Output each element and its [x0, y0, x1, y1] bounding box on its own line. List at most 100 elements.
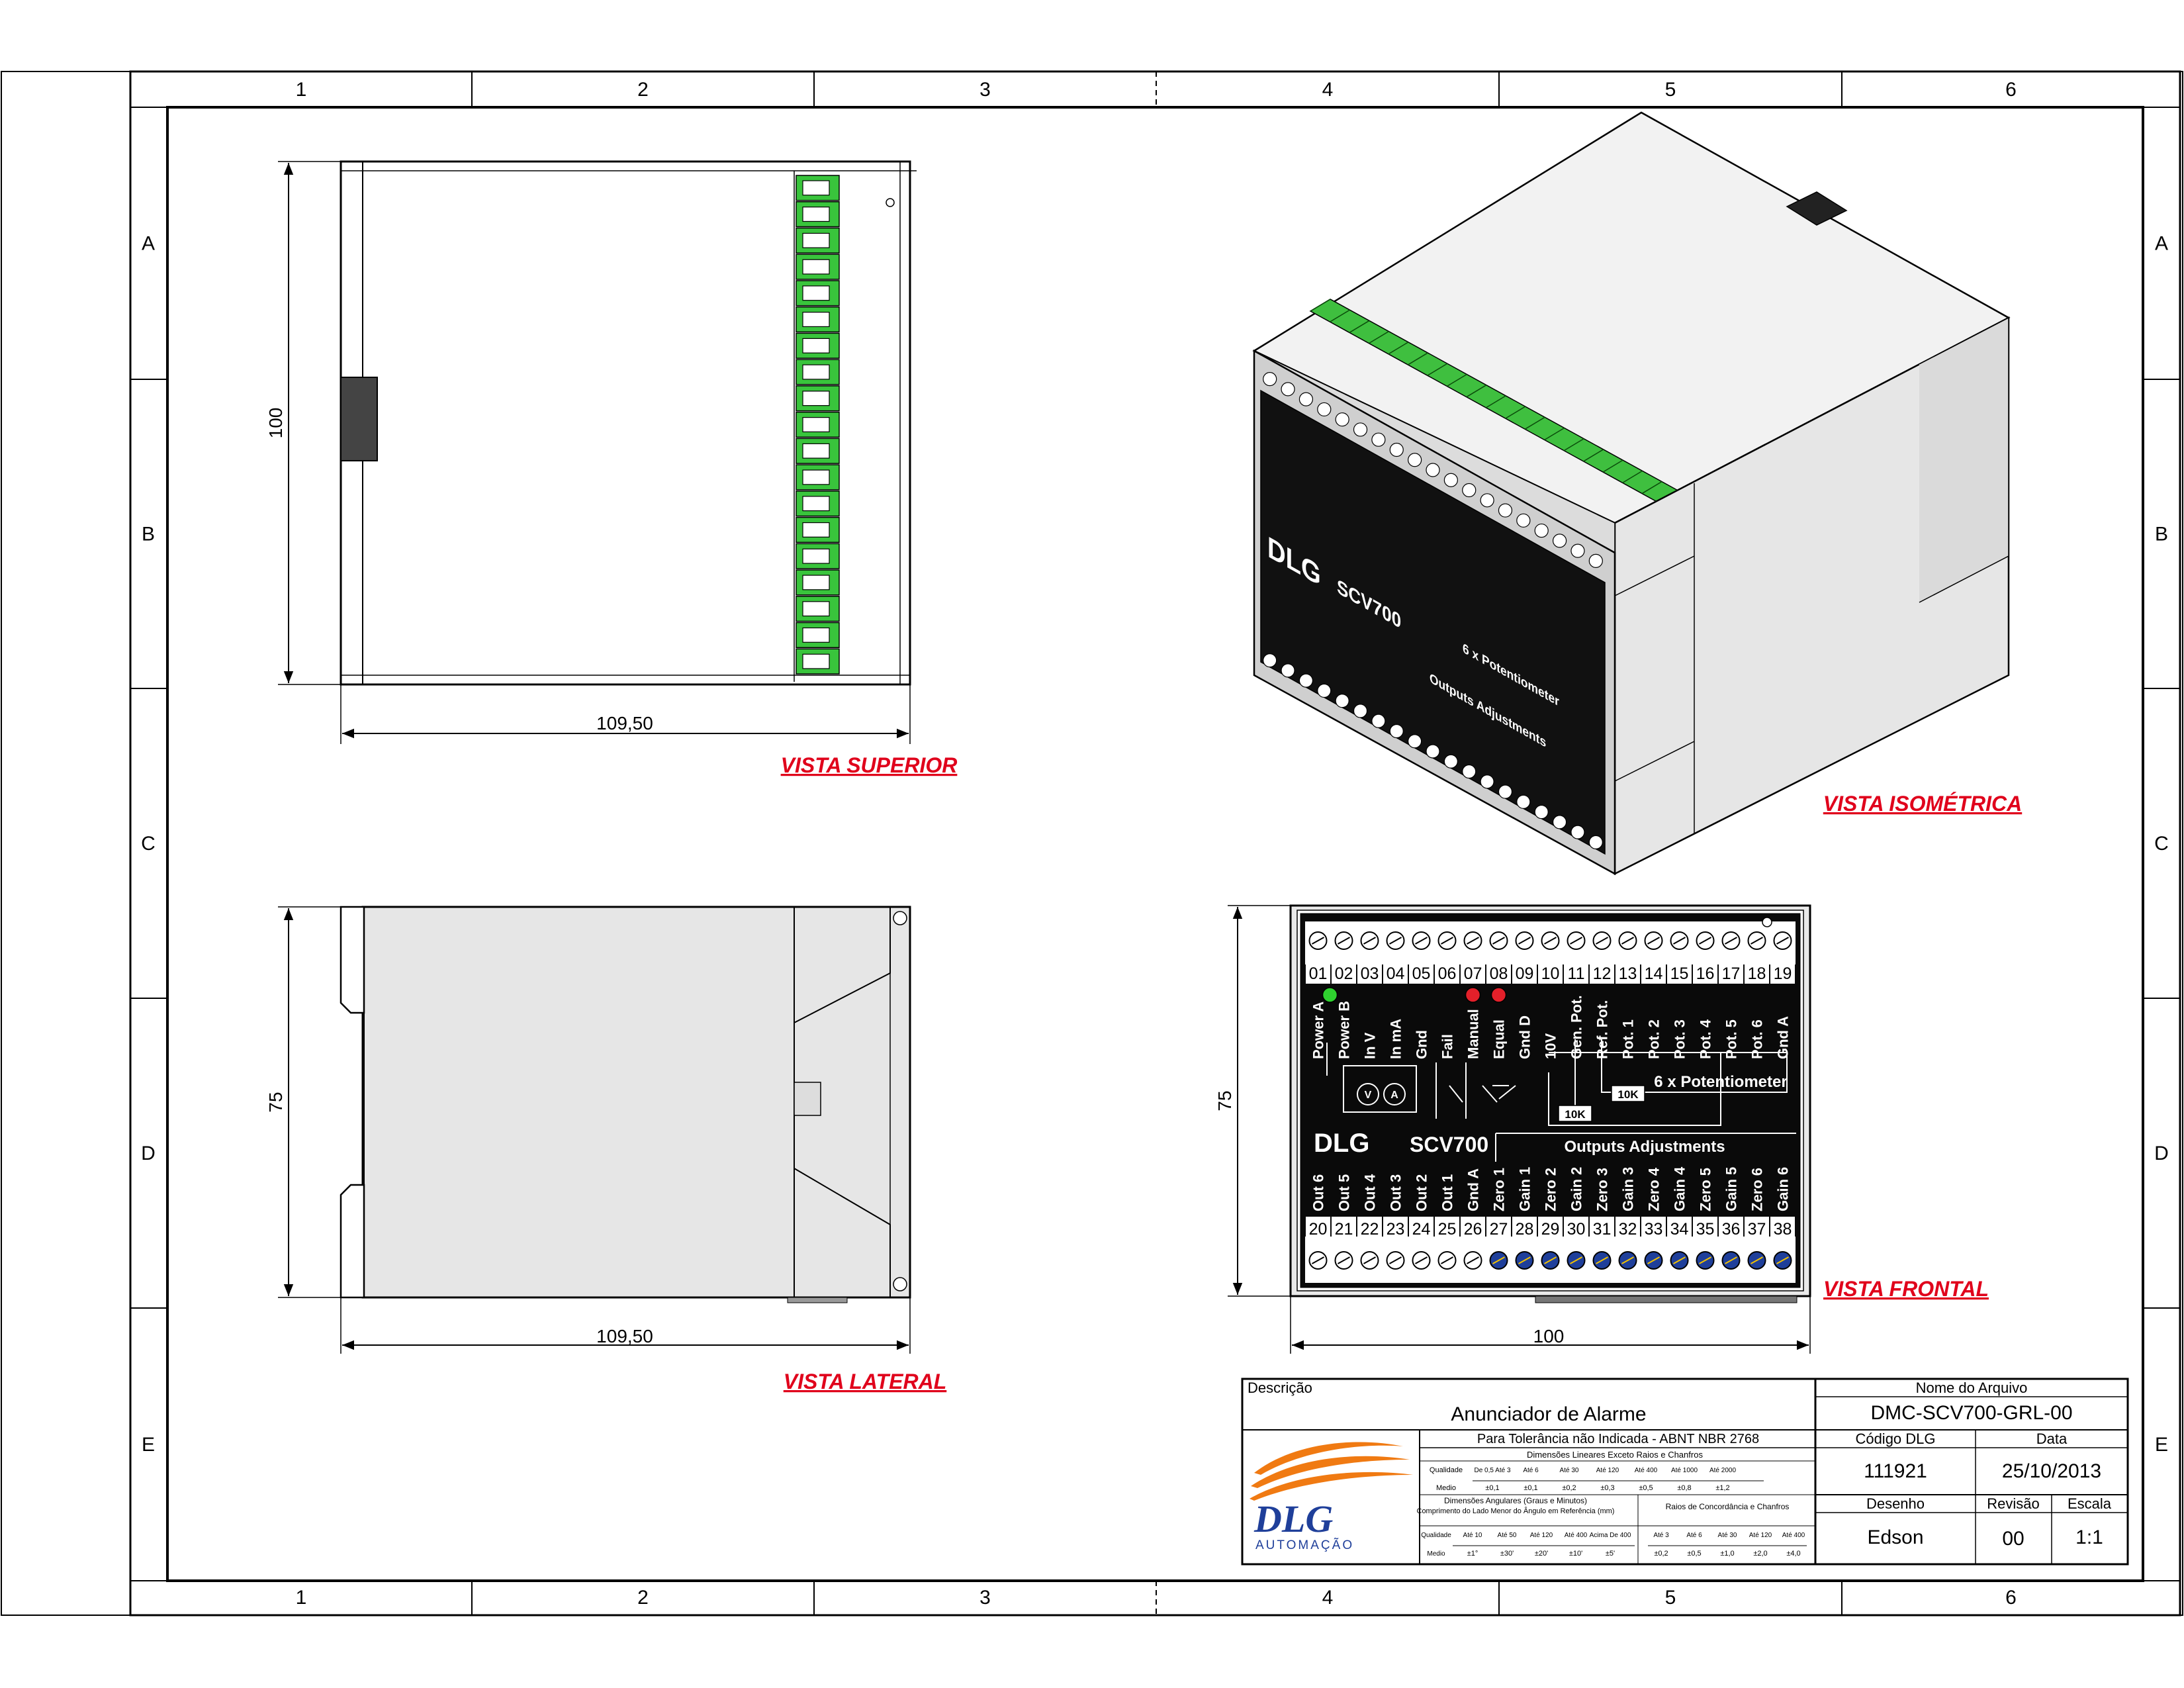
- terminal-number: 14: [1645, 964, 1663, 983]
- terminal-number: 06: [1438, 964, 1457, 983]
- screw-icon: [1552, 815, 1567, 829]
- table-cell: ±5': [1606, 1550, 1615, 1558]
- terminal-number: 33: [1645, 1220, 1663, 1239]
- revisao-label: Revisão: [1987, 1495, 2039, 1512]
- descricao-label: Descrição: [1248, 1380, 1312, 1396]
- terminal-number: 27: [1490, 1220, 1508, 1239]
- terminal-number: 21: [1335, 1220, 1353, 1239]
- escala-label: Escala: [2068, 1495, 2112, 1512]
- number-cell: [1641, 1217, 1666, 1239]
- column-label: 3: [979, 1587, 991, 1609]
- terminal-slot: [802, 627, 830, 643]
- screw-icon: [1298, 392, 1314, 406]
- power-led-icon: [1322, 987, 1338, 1003]
- front-height-dimension: 75: [1214, 1090, 1235, 1111]
- table-cell: Até 10: [1463, 1532, 1482, 1539]
- terminal-label: Gain 6: [1775, 1167, 1792, 1211]
- table-cell: ±20': [1535, 1550, 1548, 1558]
- data-label: Data: [2036, 1430, 2068, 1447]
- terminal-slot: [802, 443, 830, 459]
- table-cell: ±2,0: [1753, 1550, 1767, 1558]
- number-cell: [1719, 1217, 1743, 1239]
- table-cell: Até 400: [1782, 1532, 1805, 1539]
- terminal-number: 17: [1722, 964, 1741, 983]
- terminal-divider: [1544, 427, 1565, 441]
- resistor-label: 10K: [1617, 1088, 1639, 1101]
- row-label: C: [2154, 833, 2169, 855]
- terminal-label: Pot. 6: [1749, 1019, 1766, 1059]
- terminal-slot: [802, 364, 830, 380]
- screw-slot: [1544, 1256, 1557, 1264]
- screw-icon: [1462, 483, 1477, 498]
- terminal-label: Out 1: [1439, 1174, 1456, 1211]
- terminal-number: 10: [1541, 964, 1560, 983]
- screw-icon: [1462, 764, 1477, 779]
- screw-icon: [1281, 663, 1295, 678]
- number-cell: [1332, 961, 1356, 984]
- column-label: 6: [2005, 1587, 2017, 1609]
- terminal-slot: [802, 232, 830, 248]
- number-cell: [1770, 1217, 1795, 1239]
- angular-header: Dimensões Angulares (Graus e Minutos): [1444, 1496, 1587, 1505]
- terminal-label: Out 4: [1362, 1174, 1379, 1211]
- table-cell: ±0,8: [1677, 1484, 1691, 1492]
- screw-icon: [1552, 534, 1567, 548]
- escala-value: 1:1: [2075, 1526, 2103, 1548]
- terminal-label: Out 5: [1336, 1174, 1353, 1211]
- front-view-label: VISTA FRONTAL: [1823, 1277, 1989, 1301]
- row-label: B: [142, 524, 155, 545]
- side-view: 109,50 75 VISTA LATERAL: [265, 906, 946, 1393]
- tolerance-tables: Dimensões Lineares Exceto Raios e Chanfr…: [1417, 1450, 1815, 1564]
- codigo-label: Código DLG: [1855, 1430, 1935, 1447]
- number-cell: [1538, 961, 1563, 984]
- top-terminal-screws: [1308, 931, 1792, 950]
- terminal-divider: [1641, 481, 1662, 494]
- screw-icon: [1353, 422, 1368, 437]
- terminal-label: Zero 3: [1594, 1168, 1611, 1211]
- table-cell: Até 2000: [1709, 1467, 1736, 1474]
- terminal-number: 22: [1361, 1220, 1379, 1239]
- terminal-slot: [802, 338, 830, 353]
- table-cell: ±1,0: [1720, 1550, 1734, 1558]
- codigo-value: 111921: [1864, 1460, 1927, 1482]
- number-cell: [1745, 961, 1769, 984]
- terminal-slot: [802, 391, 830, 406]
- number-cell: [1486, 1217, 1511, 1239]
- terminal-divider: [1349, 320, 1370, 334]
- terminal-number: 16: [1696, 964, 1715, 983]
- terminal-slot: [802, 469, 830, 485]
- screw-slot: [1751, 1256, 1763, 1264]
- screw-icon: [1480, 774, 1494, 789]
- logo-subtitle: AUTOMAÇÃO: [1255, 1538, 1354, 1552]
- screw-icon: [1263, 653, 1277, 668]
- terminal-label: Power B: [1336, 1001, 1353, 1059]
- screw-slot: [1363, 1256, 1376, 1264]
- manual-led-icon: [1490, 987, 1507, 1003]
- terminal-number: 07: [1464, 964, 1482, 983]
- angular-subheader: Comprimento do Lado Menor do Ângulo em R…: [1417, 1507, 1615, 1515]
- outputs-caption: Outputs Adjustments: [1564, 1138, 1725, 1156]
- nome-arquivo-label: Nome do Arquivo: [1916, 1380, 2028, 1396]
- terminal-number: 38: [1774, 1220, 1792, 1239]
- screw-icon: [893, 911, 907, 925]
- terminal-number: 08: [1490, 964, 1508, 983]
- table-cell: ±1°: [1467, 1550, 1479, 1558]
- terminal-slot: [802, 312, 830, 328]
- terminal-divider: [1407, 352, 1428, 365]
- column-label: 5: [1665, 79, 1676, 101]
- screw-slot: [1389, 937, 1402, 945]
- logo-text: DLG: [1253, 1497, 1333, 1540]
- screw-icon: [1317, 683, 1332, 698]
- top-height-dimension: 100: [265, 408, 286, 439]
- terminal-label: Zero 1: [1491, 1168, 1508, 1211]
- terminal-label: Gnd A: [1465, 1168, 1482, 1211]
- screw-icon: [1298, 673, 1314, 688]
- table-cell: Até 30: [1560, 1467, 1579, 1474]
- screw-icon: [1353, 704, 1368, 718]
- din-clip-icon: [340, 377, 378, 461]
- screw-icon: [1443, 473, 1458, 487]
- terminal-number: 13: [1619, 964, 1637, 983]
- terminal-label: Gnd: [1414, 1030, 1430, 1059]
- screw-slot: [1647, 1256, 1660, 1264]
- screw-slot: [1492, 937, 1505, 945]
